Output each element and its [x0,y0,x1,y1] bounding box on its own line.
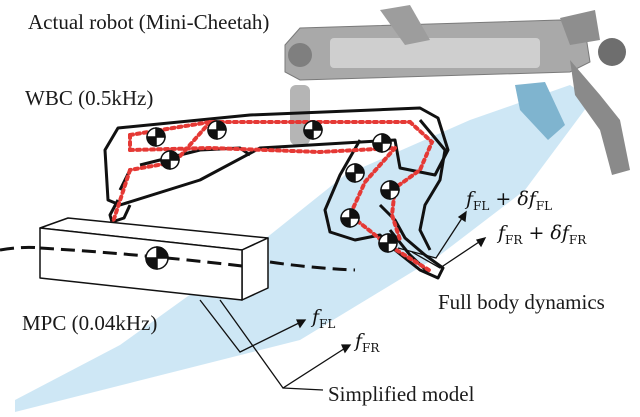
force-fl-mpc-label: fFL [312,306,336,331]
wbc-force-arrows [397,210,487,269]
force-fr-mpc-label: fFR [355,330,380,355]
simplified-model-label: Simplified model [328,382,475,406]
com-markers [146,120,400,253]
mpc-rigid-body-box [39,217,269,301]
wbc-label: WBC (0.5kHz) [25,86,154,110]
mpc-com-marker [145,246,169,270]
mpc-label: MPC (0.04kHz) [22,311,158,335]
actual-robot-image [284,5,630,175]
body-trajectory-on-box [39,246,243,268]
force-fr-wbc-label: fFR + δfFR [498,222,587,247]
mpc-leg-lines [199,299,352,391]
force-fl-wbc-label: fFL + δfFL [466,188,553,213]
projection-cone [15,85,592,412]
body-trajectory [0,245,356,272]
full-body-label: Full body dynamics [438,290,605,314]
actual-robot-label: Actual robot (Mini-Cheetah) [28,10,270,34]
